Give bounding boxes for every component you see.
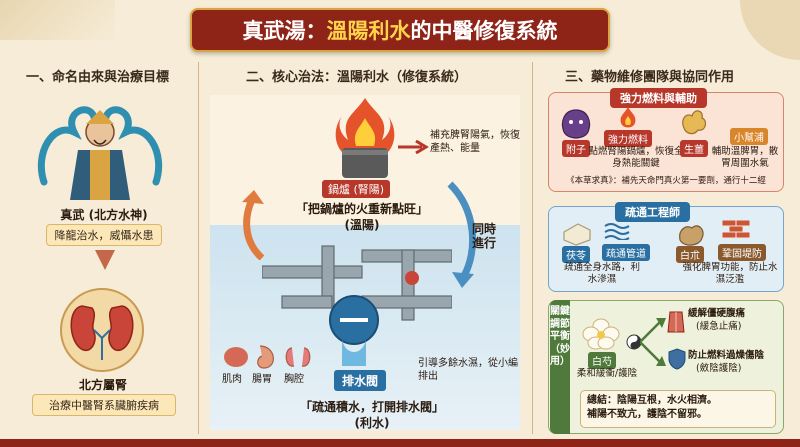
water-panel-title: 疏通工程師 [615,202,690,222]
ginger-role: 小幫浦 [730,128,768,145]
effect-2: 防止燃料過燥傷陰 [688,350,765,361]
ginger-name: 生薑 [680,140,708,157]
ginger-herb-icon [682,110,707,135]
baizhu-description: 強化脾胃功能，防止水濕泛濫 [682,262,778,285]
baizhu-herb-icon [679,225,704,246]
baishao-description: 柔和緩衝/護陰 [576,368,638,379]
fuling-herb-icon [563,223,591,246]
fuling-name: 茯苓 [562,246,590,263]
fire-icon [620,107,636,128]
herbal-quote: 《本草求真》：補先天命門真火第一要劑，通行十二經 [566,176,766,186]
water-method: (利水) [354,416,390,430]
body-organs-icon [224,345,311,369]
summary-line-1: 總結：陰陽互根，水火相濟。 [587,395,717,406]
fuzi-herb-icon [561,109,591,139]
arrow-right-icon [398,140,429,154]
muscle-icon [667,311,685,333]
drain-note: 引導多餘水濕，從小編排出 [418,358,518,382]
fuzi-name: 附子 [562,140,590,157]
deity-dragon-icon [37,106,163,200]
effect-2-sub: (斂陰護陰) [696,363,742,374]
section-heading-left: 一、命名由來與治療目標 [26,70,170,85]
column-divider-2 [532,62,533,434]
summary-box: 總結：陰陽互根，水火相濟。 補陽不致亢，護陰不留邪。 [580,390,776,428]
corner-decoration-right [740,0,800,60]
arrow-up-icon [242,190,265,260]
organ-description: 治療中醫腎系臟腑疾病 [32,394,176,416]
baishao-name: 白芍 [588,352,616,369]
baizhu-role: 鞏固堤防 [718,244,766,261]
body-part-stomach: 腸胃 [252,374,272,385]
body-part-muscle: 肌肉 [222,374,242,385]
organ-name: 北方屬腎 [78,378,127,392]
fuling-description: 疏通全身水路，利水滲濕 [563,262,640,285]
ginger-description: 輔助溫脾胃，散胃周圍水氣 [711,146,779,169]
fire-panel-title: 強力燃料與輔助 [610,88,707,108]
furnace-fire-icon [335,98,395,178]
branch-arrows-icon [640,318,666,366]
fuling-role: 疏通管道 [602,244,650,261]
furnace-note: 補充脾腎陽氣，恢復產熱、能量 [430,130,520,154]
arrow-curve-down-icon [447,181,477,288]
fire-method: (溫陽) [344,218,380,232]
title-part-2: 溫陽利水 [326,19,411,43]
deity-description: 降龍治水，威懾水患 [46,224,162,246]
water-slogan: 「疏通積水，打開排水閥」 [299,400,444,414]
effect-1-sub: (緩急止痛) [696,321,742,332]
deity-name: 真武 (北方水神) [60,208,148,222]
fuzi-role: 強力燃料 [604,130,652,147]
summary-line-2: 補陽不致亢，護陰不留邪。 [587,408,707,420]
shield-icon [668,348,686,370]
yin-yang-icon [626,334,642,350]
kidney-icon [70,305,134,360]
section-heading-right: 三、藥物維修團隊與協同作用 [565,70,735,85]
arrow-down-icon [95,250,115,270]
water-wave-icon [604,223,630,240]
title-banner: 真武湯： 溫陽利水 的中醫修復系統 [190,8,610,52]
brick-wall-icon [722,220,750,238]
body-part-chest: 胸腔 [284,374,304,385]
bottom-bar [0,439,800,447]
furnace-tag: 鍋爐 (腎陽) [322,180,391,198]
simultaneous-label: 同時進行 [471,222,496,251]
fire-slogan: 「把鍋爐的火重新點旺」 [295,202,428,216]
baizhu-name: 白朮 [676,246,704,263]
valve-tag: 排水閥 [334,370,387,391]
effect-1: 緩解僵硬腹痛 [688,308,746,319]
section-heading-middle: 二、核心治法：溫陽利水（修復系統） [246,70,468,85]
column-divider-1 [198,62,199,434]
baishao-flower-icon [582,318,620,350]
title-part-3: 的中醫修復系統 [410,19,558,43]
pipe-system-icon [262,245,452,366]
balance-side-label: 關鍵調節平衡（妙用） [550,300,570,434]
corner-decoration-left [0,0,115,40]
fuzi-description: 點燃腎陽鍋爐，恢復全身熱能關鍵 [588,146,684,169]
title-part-1: 真武湯： [242,19,327,43]
